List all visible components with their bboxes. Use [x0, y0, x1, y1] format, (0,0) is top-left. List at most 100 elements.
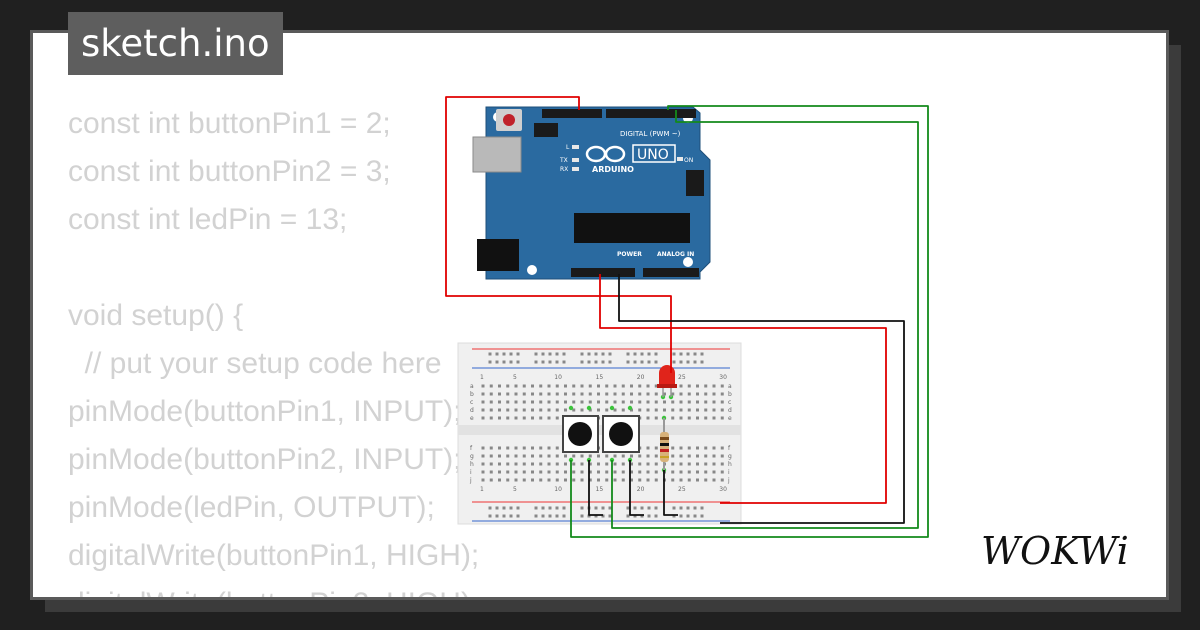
- breadboard-hole: [580, 506, 584, 510]
- breadboard-hole: [597, 470, 600, 474]
- breadboard-column-label: 1: [480, 486, 484, 493]
- breadboard-hole: [679, 454, 683, 458]
- breadboard-row-label: c: [728, 399, 731, 406]
- breadboard-hole: [539, 446, 543, 450]
- breadboard-hole: [547, 454, 551, 458]
- breadboard-hole: [502, 360, 506, 364]
- breadboard-hole: [548, 352, 552, 356]
- reset-button-cap[interactable]: [503, 114, 515, 126]
- breadboard-hole: [547, 392, 551, 396]
- breadboard-hole: [613, 478, 617, 482]
- breadboard-hole: [605, 478, 609, 482]
- breadboard-hole: [564, 400, 567, 404]
- breadboard-hole: [506, 454, 510, 458]
- breadboard-hole: [572, 478, 576, 482]
- breadboard-hole: [679, 416, 683, 420]
- breadboard-row-label: d: [728, 407, 732, 414]
- breadboard-row-label: e: [728, 415, 732, 422]
- code-line: pinMode(buttonPin1, INPUT);: [68, 395, 462, 428]
- breadboard-hole: [605, 454, 609, 458]
- breadboard-hole: [489, 392, 493, 396]
- breadboard-hole: [541, 506, 545, 510]
- wokwi-logo-text: WOKWi: [981, 529, 1129, 573]
- breadboard-hole: [696, 392, 699, 396]
- breadboard-hole: [654, 352, 658, 356]
- breadboard-hole: [534, 360, 538, 364]
- breadboard-hole: [638, 478, 642, 482]
- breadboard-hole: [646, 392, 650, 396]
- breadboard-column-label: 20: [637, 486, 645, 493]
- wire-pin2-to-button2: [611, 110, 919, 529]
- breadboard-hole: [720, 446, 724, 450]
- breadboard-hole: [608, 360, 612, 364]
- breadboard-row-label: f: [470, 445, 473, 452]
- breadboard-hole: [640, 514, 644, 518]
- breadboard-hole: [608, 514, 612, 518]
- top-header-right: [606, 109, 696, 118]
- breadboard-hole: [613, 392, 617, 396]
- breadboard-hole: [686, 506, 690, 510]
- breadboard-hole: [498, 392, 501, 396]
- breadboard-hole: [638, 470, 642, 474]
- pushbutton-2[interactable]: [602, 415, 640, 453]
- breadboard-hole: [613, 470, 617, 474]
- breadboard-hole: [514, 446, 518, 450]
- breadboard-hole: [580, 514, 584, 518]
- breadboard-row-label: i: [470, 469, 472, 476]
- breadboard-hole: [555, 400, 559, 404]
- breadboard-column-label: 15: [596, 374, 604, 381]
- breadboard-hole: [555, 454, 559, 458]
- tx-label: TX: [559, 157, 568, 164]
- breadboard-hole: [696, 470, 699, 474]
- breadboard-row-label: f: [728, 445, 731, 452]
- file-tab[interactable]: sketch.ino: [68, 12, 283, 75]
- breadboard-hole: [555, 470, 559, 474]
- resistor[interactable]: [660, 418, 669, 470]
- pushbutton-1[interactable]: [562, 415, 599, 453]
- breadboard-hole: [555, 384, 559, 388]
- breadboard-hole: [539, 400, 543, 404]
- l-label: L: [566, 144, 570, 151]
- breadboard-hole: [522, 470, 526, 474]
- breadboard-hole: [489, 416, 493, 420]
- breadboard-hole: [588, 392, 592, 396]
- breadboard-hole: [514, 454, 518, 458]
- breadboard-hole: [522, 416, 526, 420]
- breadboard-hole: [547, 470, 551, 474]
- breadboard-hole: [539, 454, 543, 458]
- breadboard-hole: [495, 352, 499, 356]
- wire-button1-gnd: [588, 460, 603, 516]
- breadboard-hole: [502, 506, 506, 510]
- arduino-uno-board[interactable]: DIGITAL (PWM ~) UNO ARDUINO ON L TX RX P…: [472, 106, 711, 280]
- breadboard-hole: [638, 408, 642, 412]
- breadboard-hole: [572, 462, 576, 466]
- breadboard-hole: [489, 470, 493, 474]
- breadboard-hole: [687, 408, 691, 412]
- breadboard-hole: [488, 506, 492, 510]
- breadboard-row-label: h: [470, 461, 474, 468]
- breadboard-hole: [646, 462, 650, 466]
- breadboard-hole: [531, 470, 534, 474]
- breadboard-hole: [630, 454, 633, 458]
- breadboard-hole: [562, 360, 566, 364]
- breadboard-hole: [580, 352, 584, 356]
- breadboard-hole: [548, 514, 552, 518]
- breadboard-hole: [531, 408, 534, 412]
- breadboard-hole: [597, 462, 600, 466]
- breadboard-hole: [572, 408, 576, 412]
- breadboard-hole: [712, 470, 716, 474]
- breadboard-column-label: 10: [554, 486, 562, 493]
- breadboard-row-label: g: [470, 453, 474, 460]
- breadboard-hole: [594, 514, 598, 518]
- icsp-header: [534, 123, 558, 137]
- breadboard-hole: [481, 462, 485, 466]
- breadboard-hole: [696, 478, 699, 482]
- breadboard-hole: [601, 514, 605, 518]
- breadboard-hole: [555, 506, 559, 510]
- breadboard-hole: [481, 392, 485, 396]
- usb-port: [472, 136, 522, 173]
- breadboard-hole: [531, 478, 534, 482]
- breadboard-hole: [679, 384, 683, 388]
- breadboard-hole: [516, 514, 520, 518]
